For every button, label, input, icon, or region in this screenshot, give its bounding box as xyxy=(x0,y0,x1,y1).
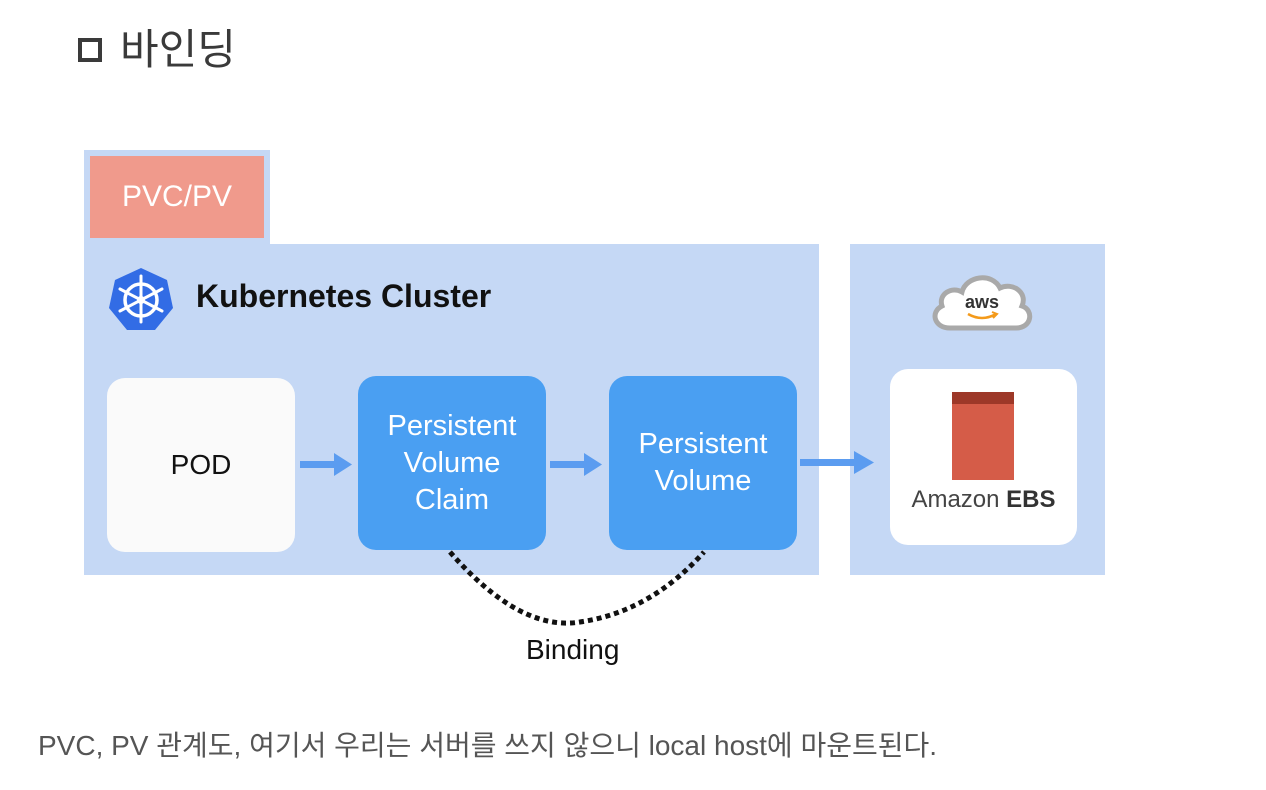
pv-label-line: Persistent xyxy=(638,428,768,460)
aws-cloud-icon: aws xyxy=(932,275,1033,331)
square-bullet-icon xyxy=(78,38,102,62)
arrow-pv-to-ebs-head xyxy=(854,451,874,474)
amazon-ebs-label: Amazon EBS xyxy=(890,486,1077,514)
pod-label: POD xyxy=(170,449,232,480)
arrow-pvc-to-pv xyxy=(550,461,586,468)
ebs-volume-icon xyxy=(952,392,1014,480)
arrow-pod-to-pvc-head xyxy=(334,453,352,476)
binding-label: Binding xyxy=(526,634,620,665)
pv-label-line: Volume xyxy=(654,465,752,497)
ebs-label-prefix: Amazon xyxy=(911,486,1000,513)
arrow-pod-to-pvc xyxy=(300,461,336,468)
pvc-label-line: Volume xyxy=(403,446,501,479)
pvc-label-line: Claim xyxy=(414,483,490,516)
arrow-pv-to-ebs xyxy=(800,459,856,466)
section-heading: 바인딩 xyxy=(78,22,236,78)
aws-logo-text: aws xyxy=(965,292,999,312)
kubernetes-icon xyxy=(109,268,173,330)
binding-curve xyxy=(448,550,706,626)
tab-label: PVC/PV xyxy=(121,180,233,213)
cluster-title: Kubernetes Cluster xyxy=(196,278,492,314)
heading-text: 바인딩 xyxy=(120,25,236,74)
arrow-pvc-to-pv-head xyxy=(584,453,602,476)
pvc-box: Persistent Volume Claim xyxy=(358,376,546,550)
ebs-label-bold: EBS xyxy=(1006,486,1056,513)
pvc-pv-tab: PVC/PV xyxy=(90,156,264,238)
pv-box: Persistent Volume xyxy=(609,376,797,550)
pod-box: POD xyxy=(107,378,295,552)
flow-arrows xyxy=(300,451,874,476)
caption-text: PVC, PV 관계도, 여기서 우리는 서버를 쓰지 않으니 local ho… xyxy=(38,730,938,761)
pvc-label-line: Persistent xyxy=(387,409,517,442)
